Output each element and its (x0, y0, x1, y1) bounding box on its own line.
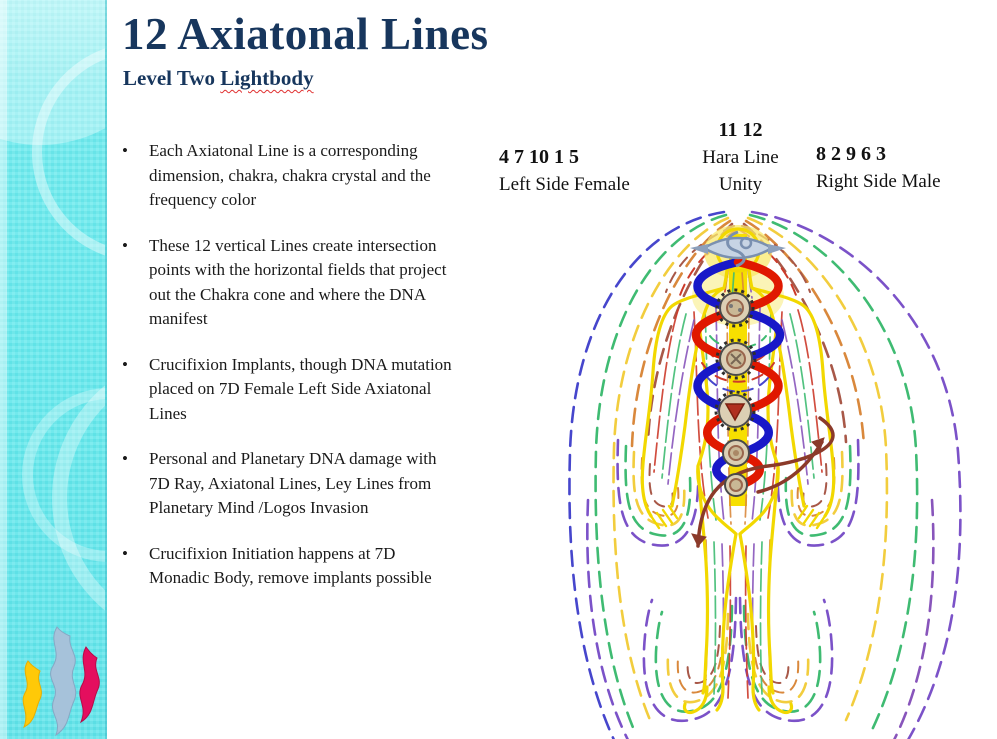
decorative-circle (22, 388, 105, 562)
crown-chakra-icon (690, 230, 786, 268)
center-line-numbers: 11 12 (718, 119, 763, 141)
hara-line-caption: Hara Line (702, 147, 779, 168)
bullet-item: Crucifixion Implants, though DNA mutatio… (120, 353, 454, 427)
bullet-item: Each Axiatonal Line is a corresponding d… (120, 139, 454, 213)
bullet-list: Each Axiatonal Line is a corresponding d… (120, 139, 454, 612)
left-line-numbers: 4 7 10 1 5 (499, 146, 579, 168)
bullet-item: These 12 vertical Lines create intersect… (120, 234, 454, 332)
right-side-label: 8 2 9 6 3 Right Side Male (816, 141, 941, 195)
subtitle-prefix: Level Two (123, 66, 221, 90)
bullet-item: Crucifixion Initiation happens at 7D Mon… (120, 542, 454, 591)
dna-invasion-arrow (691, 416, 835, 548)
right-caption: Right Side Male (816, 171, 941, 192)
solar-plexus-chakra-icon (714, 390, 756, 432)
page-title: 12 Axiatonal Lines (122, 9, 489, 59)
bullet-item: Personal and Planetary DNA damage with 7… (120, 447, 454, 521)
body-outline (640, 227, 836, 715)
misspelled-word: Lightbody (220, 66, 314, 90)
axiatonal-body-figure (568, 210, 962, 739)
flame-logo-icon (22, 626, 100, 737)
center-hara-label: 11 12 Hara Line Unity (668, 117, 813, 198)
heart-chakra-icon (715, 338, 757, 380)
sidebar-decoration (0, 0, 107, 739)
right-line-numbers: 8 2 9 6 3 (816, 143, 886, 165)
sacral-chakra-icon (722, 439, 750, 467)
hand-loop-lines-left (616, 438, 700, 547)
left-side-label: 4 7 10 1 5 Left Side Female (499, 144, 630, 198)
throat-chakra-icon (715, 288, 755, 328)
root-chakra-icon (724, 473, 748, 497)
left-caption: Left Side Female (499, 174, 630, 195)
hand-loop-lines-right (776, 438, 860, 547)
slide-subtitle: Level Two Lightbody (123, 66, 314, 91)
unity-caption: Unity (718, 174, 763, 195)
